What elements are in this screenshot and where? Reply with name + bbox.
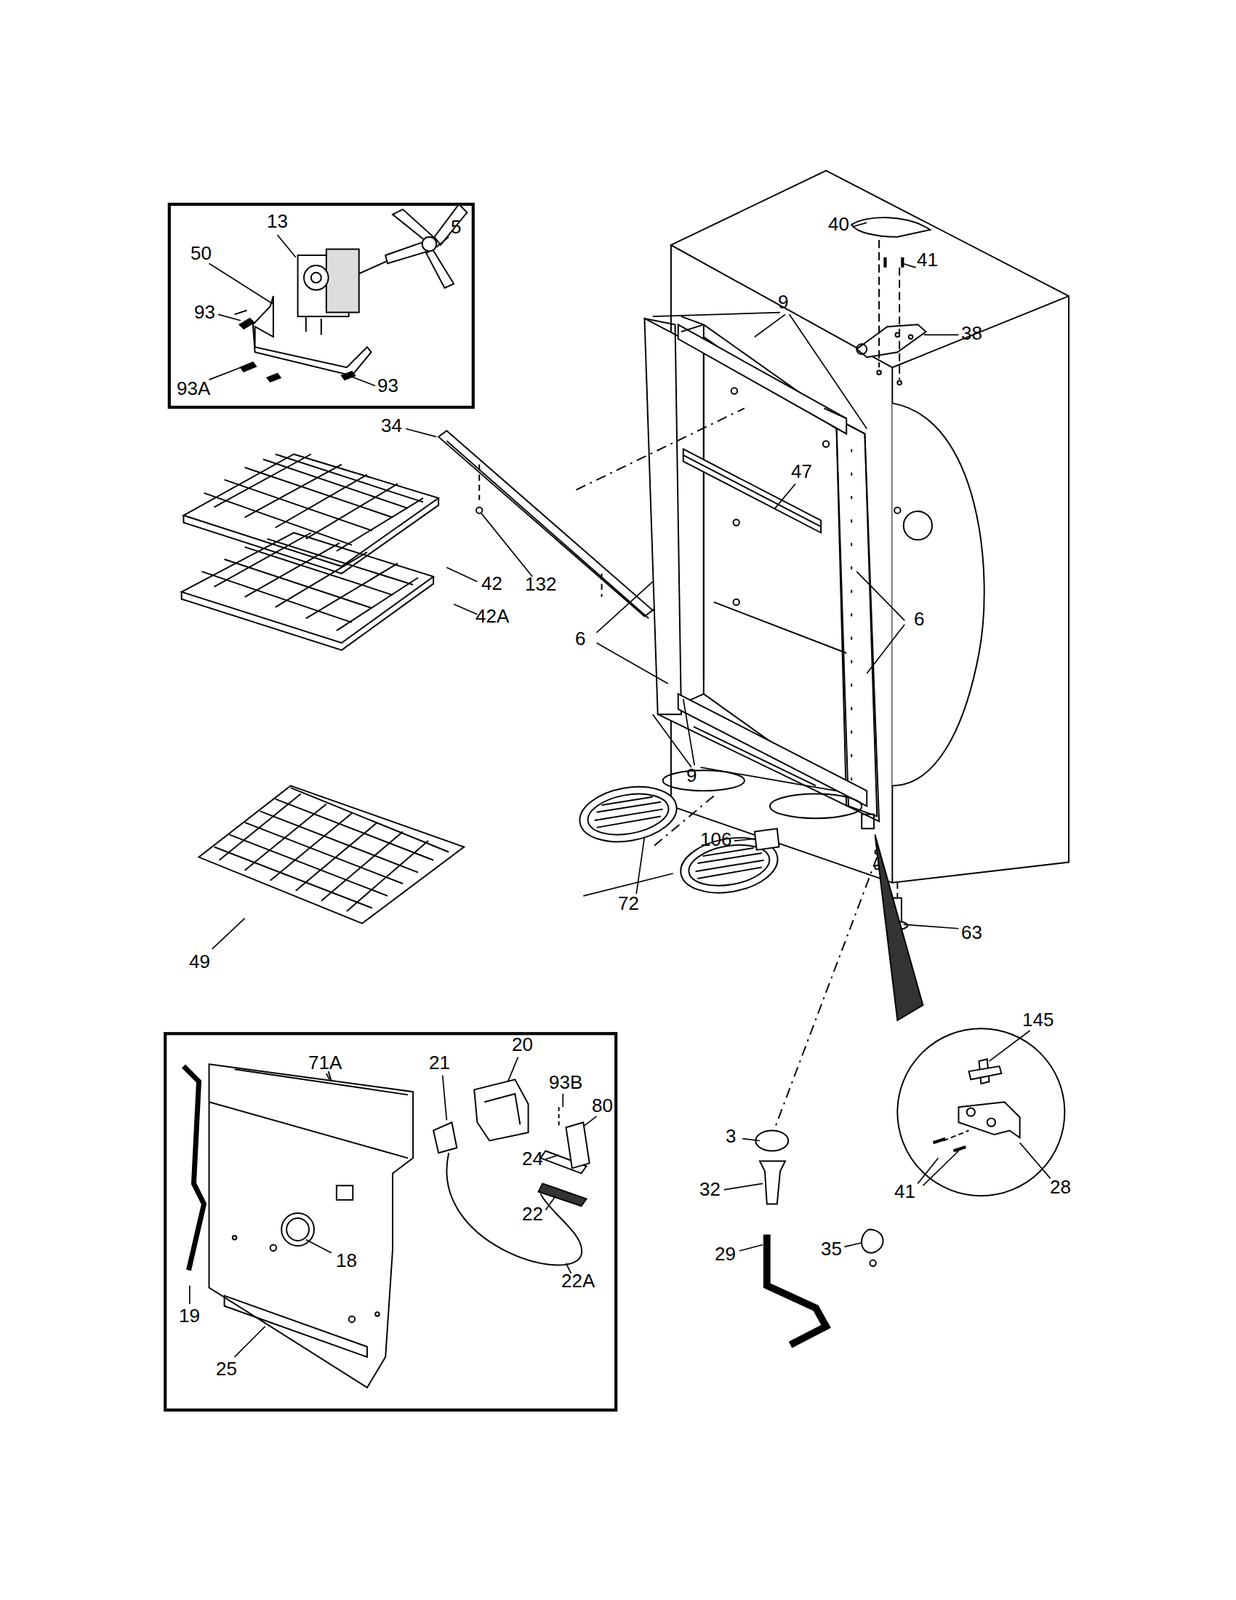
callout-number: 93A xyxy=(175,378,212,400)
leader-line xyxy=(234,1326,266,1357)
leader-line xyxy=(189,1285,191,1304)
callout-number: 9 xyxy=(684,764,698,786)
callout-number: 42A xyxy=(474,605,511,627)
leader-line xyxy=(734,838,755,841)
leader-line xyxy=(442,1075,448,1121)
callout-number: 41 xyxy=(915,249,940,271)
leader-line xyxy=(545,1154,559,1159)
callout-number: 93 xyxy=(192,301,217,323)
cabinet xyxy=(575,170,1069,883)
control-panel xyxy=(183,1063,589,1388)
callout-number: 49 xyxy=(187,950,212,973)
vent-grille xyxy=(575,779,782,900)
callout-number: 21 xyxy=(427,1052,452,1074)
leader-line xyxy=(306,1239,332,1253)
leader-line xyxy=(405,428,437,437)
callout-number: 6 xyxy=(573,628,587,650)
leader-line xyxy=(209,367,241,380)
callout-number: 24 xyxy=(520,1148,545,1170)
leader-line xyxy=(326,1073,330,1079)
callout-number: 13 xyxy=(265,210,290,232)
callout-number: 50 xyxy=(189,242,214,264)
leader-line xyxy=(209,263,274,304)
wire-shelf xyxy=(181,532,434,650)
leader-line xyxy=(903,924,959,929)
leader-line xyxy=(989,1030,1031,1061)
leveling-leg xyxy=(755,857,883,1345)
callout-number: 42 xyxy=(479,572,504,595)
wire-basket xyxy=(199,785,465,923)
leader-line xyxy=(583,1116,597,1127)
callout-number: 145 xyxy=(1020,1009,1055,1031)
callout-number: 132 xyxy=(523,573,558,595)
leader-lines xyxy=(596,312,906,792)
callout-number: 40 xyxy=(826,213,851,235)
leader-line xyxy=(902,263,916,268)
callout-number: 41 xyxy=(892,1180,917,1202)
callout-number: 5 xyxy=(449,216,463,238)
callout-number: 29 xyxy=(713,1243,738,1265)
leader-line xyxy=(218,314,241,320)
leader-line xyxy=(844,1242,862,1247)
callout-number: 28 xyxy=(1048,1176,1073,1198)
leader-line xyxy=(924,334,959,336)
leader-line xyxy=(277,234,296,258)
leader-line xyxy=(453,604,477,615)
callout-number: 72 xyxy=(616,892,641,914)
leader-line xyxy=(348,375,376,387)
leader-line xyxy=(446,567,477,582)
callout-number: 38 xyxy=(959,322,984,344)
callout-number: 18 xyxy=(334,1249,359,1271)
leader-line xyxy=(852,222,868,227)
fan-motor-assembly xyxy=(234,204,468,382)
leader-line xyxy=(922,1150,959,1186)
leader-line xyxy=(775,483,796,509)
callout-number: 34 xyxy=(379,415,404,437)
leader-line xyxy=(739,1244,763,1251)
inset-frame xyxy=(165,1033,616,1410)
leader-line xyxy=(742,1138,760,1141)
callout-number: 3 xyxy=(724,1125,738,1147)
leader-line xyxy=(724,1182,763,1189)
callout-number: 6 xyxy=(912,608,926,630)
leader-line xyxy=(212,918,246,949)
wire-shelf xyxy=(183,454,439,574)
callout-number: 106 xyxy=(698,828,733,850)
leader-line xyxy=(562,1093,564,1107)
callout-number: 32 xyxy=(697,1178,722,1200)
callout-number: 25 xyxy=(214,1358,239,1380)
inset-frame xyxy=(169,204,474,408)
callout-number: 93 xyxy=(375,375,400,397)
callout-number: 22 xyxy=(520,1203,545,1225)
leader-line xyxy=(917,1157,938,1183)
callout-number: 47 xyxy=(789,460,814,483)
leader-line xyxy=(481,513,533,577)
top-hinge xyxy=(851,217,930,385)
callout-number: 35 xyxy=(819,1238,844,1260)
callout-number: 80 xyxy=(590,1094,615,1117)
callout-number: 93B xyxy=(547,1071,584,1093)
leader-line xyxy=(508,1056,519,1082)
callout-number: 71A xyxy=(306,1052,344,1074)
callout-number: 19 xyxy=(177,1305,202,1327)
leader-line xyxy=(636,836,645,894)
leader-line xyxy=(436,237,449,248)
leader-line xyxy=(545,1195,556,1210)
callout-number: 63 xyxy=(959,921,984,943)
callout-number: 20 xyxy=(510,1033,535,1055)
bottom-hinge-detail xyxy=(874,834,1065,1197)
callout-number: 22A xyxy=(559,1270,597,1292)
callout-number: 9 xyxy=(776,291,790,313)
leader-line xyxy=(1020,1142,1051,1178)
